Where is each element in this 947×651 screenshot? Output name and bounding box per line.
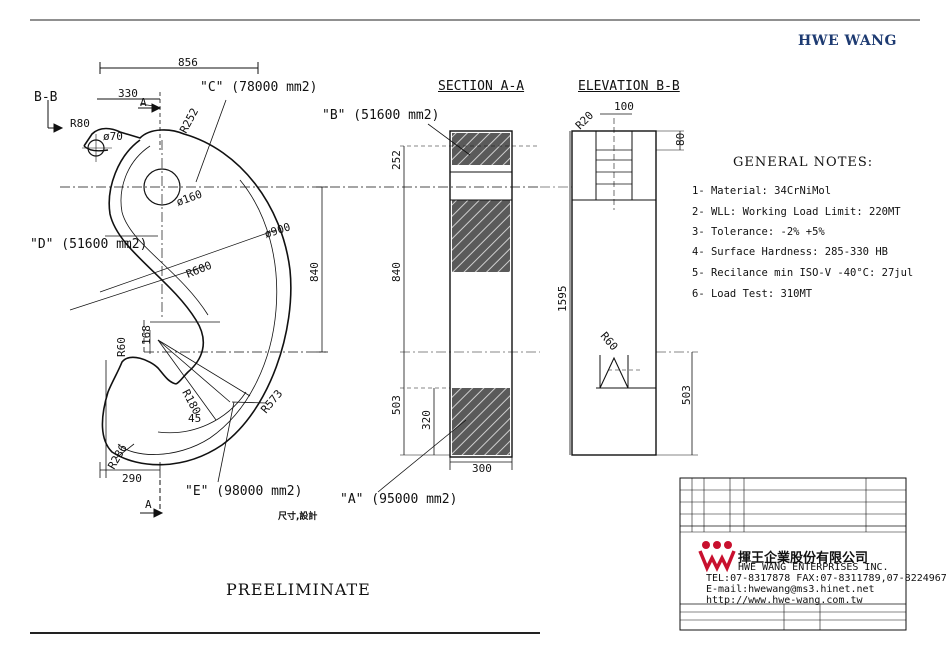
section-aa-title: SECTION A-A bbox=[438, 79, 525, 94]
dim-100: 100 bbox=[614, 100, 634, 113]
note-item: 4- Surface Hardness: 285-330 HB bbox=[692, 246, 888, 258]
dim-45: 45 bbox=[188, 412, 201, 425]
engineering-drawing: 856 330 R80 ø70 R252 ø160 ø900 R600 840 … bbox=[30, 19, 920, 634]
dim-168: 168 bbox=[140, 325, 153, 345]
elevation-bb-dimensions: 100 R20 80 1595 R60 503 bbox=[556, 100, 693, 405]
leader-area-a bbox=[377, 419, 467, 493]
company-website: http://www.hwe-wang.com.tw bbox=[706, 595, 863, 606]
general-notes-title: GENERAL NOTES: bbox=[733, 155, 874, 170]
dim-330: 330 bbox=[118, 87, 138, 100]
note-item: 5- Recilance min ISO-V -40°C: 27jul bbox=[692, 267, 914, 279]
dim-r60: R60 bbox=[115, 337, 128, 357]
area-c-label: "C" (78000 mm2) bbox=[200, 80, 318, 95]
leader-area-b bbox=[427, 123, 471, 156]
preliminate-label: PREELIMINATE bbox=[226, 580, 371, 599]
brand-title: HWE WANG bbox=[798, 33, 897, 49]
section-aa-dimensions: 252 840 503 320 300 bbox=[390, 150, 492, 475]
elevation-bb-view bbox=[540, 113, 698, 456]
dim-o160: ø160 bbox=[175, 188, 204, 209]
dim-503-section: 503 bbox=[390, 395, 403, 415]
company-name-cn: 揮王企業股份有限公司 bbox=[738, 551, 869, 566]
area-e-label: "E" (98000 mm2) bbox=[185, 484, 303, 499]
dim-o900: ø900 bbox=[263, 220, 292, 241]
title-block bbox=[679, 477, 907, 631]
dim-r20: R20 bbox=[573, 109, 596, 132]
company-email: E-mail:hwewang@ms3.hinet.net bbox=[706, 584, 875, 595]
dim-320: 320 bbox=[420, 410, 433, 430]
elevation-bb-title: ELEVATION B-B bbox=[578, 79, 680, 94]
note-item: 1- Material: 34CrNiMol bbox=[692, 185, 832, 197]
dim-80: 80 bbox=[674, 133, 687, 146]
view-bb-label: B-B bbox=[34, 90, 58, 105]
note-item: 6- Load Test: 310MT bbox=[692, 288, 813, 300]
dim-290: 290 bbox=[122, 472, 142, 485]
hook-view bbox=[47, 62, 540, 518]
dim-r286: R286 bbox=[105, 442, 130, 471]
dim-503-elev: 503 bbox=[680, 385, 693, 405]
section-aa-view bbox=[377, 123, 540, 493]
area-d-label: "D" (51600 mm2) bbox=[30, 237, 148, 252]
area-a-label: "A" (95000 mm2) bbox=[340, 492, 458, 507]
section-hatch-bottom bbox=[452, 388, 510, 455]
company-tel-fax: TEL:07-8317878 FAX:07-8311789,07-8224967 bbox=[706, 573, 947, 584]
cut-a-bottom-label: A bbox=[145, 498, 152, 511]
area-b-label: "B" (51600 mm2) bbox=[322, 108, 440, 123]
dim-o70: ø70 bbox=[103, 130, 123, 143]
note-item: 3- Tolerance: -2% +5% bbox=[692, 226, 825, 238]
company-name-en: HWE WANG ENTERPRISES INC. bbox=[738, 562, 889, 573]
dim-840: 840 bbox=[308, 262, 321, 282]
dim-300: 300 bbox=[472, 462, 492, 475]
dim-252: 252 bbox=[390, 150, 403, 170]
dim-840-section: 840 bbox=[390, 262, 403, 282]
dim-r573: R573 bbox=[258, 387, 285, 416]
size-design-label: 尺寸,設計 bbox=[278, 512, 318, 522]
section-hatch-middle bbox=[452, 200, 510, 272]
cut-a-top-label: A bbox=[140, 96, 147, 109]
section-hatch-top bbox=[452, 133, 510, 165]
dim-r80: R80 bbox=[70, 117, 90, 130]
dim-856: 856 bbox=[178, 56, 198, 69]
note-item: 2- WLL: Working Load Limit: 220MT bbox=[692, 206, 901, 218]
dim-1595: 1595 bbox=[556, 286, 569, 313]
dim-r600: R600 bbox=[184, 259, 213, 281]
company-logo-icon bbox=[698, 541, 736, 573]
dim-r60-elev: R60 bbox=[598, 330, 621, 354]
dim-r252: R252 bbox=[177, 106, 201, 136]
hook-dimensions: 856 330 R80 ø70 R252 ø160 ø900 R600 840 … bbox=[70, 56, 321, 485]
